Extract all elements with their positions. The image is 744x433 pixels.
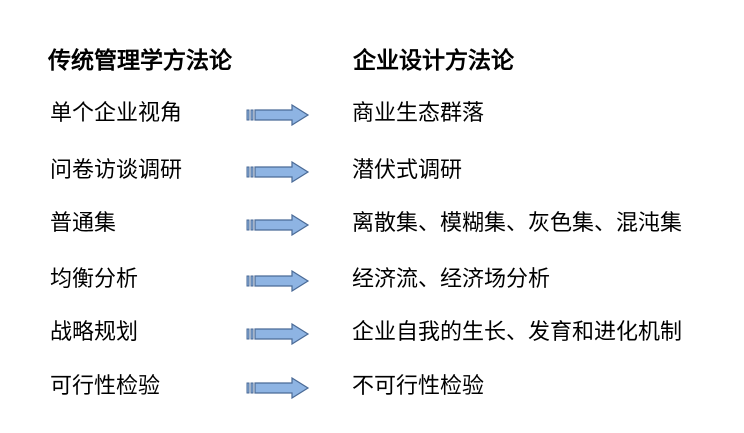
enterprise-design-item: 潜伏式调研 (352, 158, 463, 183)
comparison-row: 单个企业视角 商业生态群落 (0, 96, 744, 132)
traditional-item: 单个企业视角 (50, 101, 183, 126)
right-arrow-icon (246, 377, 310, 399)
comparison-row: 可行性检验 不可行性检验 (0, 369, 744, 405)
right-arrow-icon (246, 161, 310, 183)
traditional-item: 可行性检验 (50, 374, 161, 399)
enterprise-design-item: 离散集、模糊集、灰色集、混沌集 (352, 211, 683, 236)
header-enterprise-design-methodology: 企业设计方法论 (353, 48, 514, 74)
comparison-row: 战略规划 企业自我的生长、发育和进化机制 (0, 315, 744, 351)
enterprise-design-item: 经济流、经济场分析 (352, 267, 551, 292)
header-traditional-methodology: 传统管理学方法论 (48, 48, 232, 74)
right-arrow-icon (246, 104, 310, 126)
enterprise-design-item: 企业自我的生长、发育和进化机制 (352, 320, 683, 345)
right-arrow-icon (246, 214, 310, 236)
right-arrow-icon (246, 323, 310, 345)
enterprise-design-item: 不可行性检验 (352, 374, 485, 399)
comparison-row: 问卷访谈调研 潜伏式调研 (0, 153, 744, 189)
comparison-row: 普通集 离散集、模糊集、灰色集、混沌集 (0, 206, 744, 242)
traditional-item: 均衡分析 (50, 267, 139, 292)
traditional-item: 战略规划 (50, 320, 139, 345)
enterprise-design-item: 商业生态群落 (352, 101, 485, 126)
traditional-item: 普通集 (50, 211, 117, 236)
traditional-item: 问卷访谈调研 (50, 158, 183, 183)
right-arrow-icon (246, 270, 310, 292)
comparison-row: 均衡分析 经济流、经济场分析 (0, 262, 744, 298)
